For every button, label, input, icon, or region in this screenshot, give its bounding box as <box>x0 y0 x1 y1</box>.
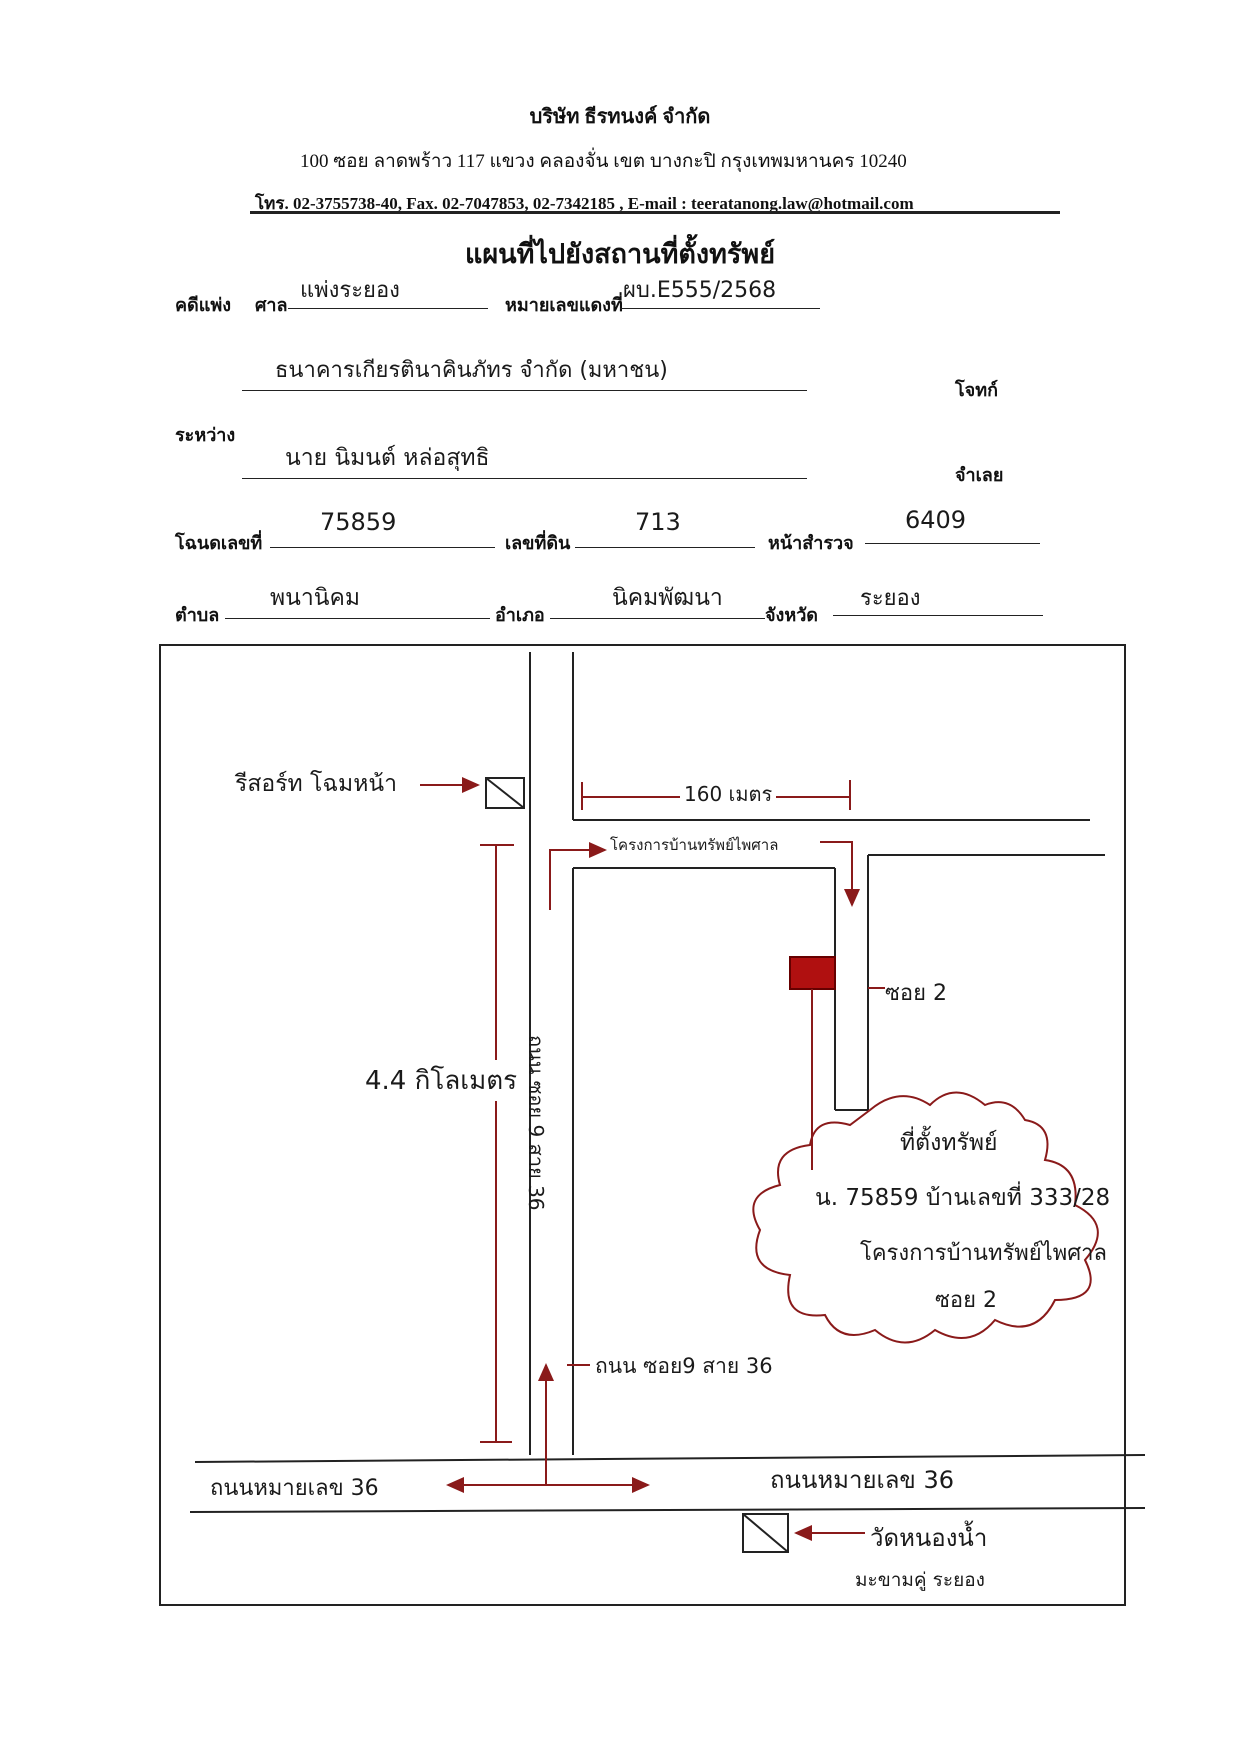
subdistrict-line <box>225 618 490 619</box>
property-cloud-line1: ที่ตั้งทรัพย์ <box>900 1130 998 1156</box>
survey-label: หน้าสำรวจ <box>768 533 854 553</box>
survey-value: 6409 <box>905 506 967 534</box>
distance-side-label: 4.4 กิโลเมตร <box>365 1060 518 1101</box>
deed-value: 75859 <box>320 508 397 536</box>
court-value: แพ่งระยอง <box>300 278 400 303</box>
main-road-left-label: ถนนหมายเลข 36 <box>210 1476 379 1501</box>
defendant-label: จำเลย <box>955 465 1004 485</box>
defendant-line <box>242 478 807 479</box>
distance-top-label: 160 เมตร <box>680 778 777 810</box>
main-road-bottom <box>189 1507 1146 1513</box>
land-no-value: 713 <box>635 508 681 536</box>
deed-label: โฉนดเลขที่ <box>175 533 263 553</box>
plaintiff-line <box>242 390 807 391</box>
company-address: 100 ซอย ลาดพร้าว 117 แขวง คลองจั่น เขต บ… <box>300 151 907 172</box>
red-number-label: หมายเลขแดงที่ <box>505 295 623 315</box>
map-frame <box>159 644 1126 1606</box>
property-cloud-line3: โครงการบ้านทรัพย์ไพศาล <box>860 1241 1108 1266</box>
plaintiff-value: ธนาคารเกียรตินาคินภัทร จำกัด (มหาชน) <box>275 358 668 383</box>
project-label-top: โครงการบ้านทรัพย์ไพศาล <box>610 836 779 854</box>
land-no-label: เลขที่ดิน <box>505 533 571 553</box>
district-line <box>550 618 765 619</box>
deed-line <box>270 547 495 548</box>
defendant-value: นาย นิมนต์ หล่อสุทธิ <box>285 445 490 471</box>
province-line <box>833 615 1043 616</box>
resort-label: รีสอร์ท โฉมหน้า <box>235 771 398 797</box>
court-line <box>288 308 488 309</box>
main-road-right-label: ถนนหมายเลข 36 <box>770 1466 955 1494</box>
property-cloud-line4: ซอย 2 <box>935 1288 998 1313</box>
property-cloud-line2: น. 75859 บ้านเลขที่ 333/28 <box>815 1185 1111 1211</box>
main-road-top <box>194 1454 1146 1463</box>
property-marker-icon <box>789 956 836 990</box>
province-value: ระยอง <box>860 586 921 611</box>
subdistrict-value: พนานิคม <box>270 585 361 611</box>
red-number-line <box>620 308 820 309</box>
road-vertical-label: ถนน ซอย 9 สาย 36 <box>524 1035 548 1211</box>
subdistrict-label: ตำบล <box>175 605 220 625</box>
company-contact: โทร. 02-3755738-40, Fax. 02-7047853, 02-… <box>255 194 914 213</box>
temple-label: วัดหนองน้ำ <box>870 1524 988 1552</box>
company-name: บริษัท ธีรทนงค์ จำกัด <box>529 106 711 128</box>
district-value: นิคมพัฒนา <box>612 585 723 611</box>
plaintiff-label: โจทก์ <box>955 380 998 400</box>
property-cloud <box>752 1091 1099 1344</box>
soi2-label: ซอย 2 <box>885 981 948 1006</box>
road-vertical-arrow-label: ถนน ซอย9 สาย 36 <box>595 1354 773 1378</box>
land-no-line <box>575 547 755 548</box>
red-number-value: ผบ.E555/2568 <box>623 278 777 303</box>
between-label: ระหว่าง <box>175 425 236 445</box>
court-label: ศาล <box>255 295 288 315</box>
province-label: จังหวัด <box>765 605 818 625</box>
document-title: แผนที่ไปยังสถานที่ตั้งทรัพย์ <box>464 239 776 269</box>
district-label: อำเภอ <box>495 605 545 625</box>
header-rule <box>250 211 1060 214</box>
project-route-arrow <box>549 842 607 910</box>
survey-line <box>865 543 1040 544</box>
temple-sub-label: มะขามคู่ ระยอง <box>855 1569 985 1591</box>
civil-case-label: คดีแพ่ง <box>175 295 231 315</box>
